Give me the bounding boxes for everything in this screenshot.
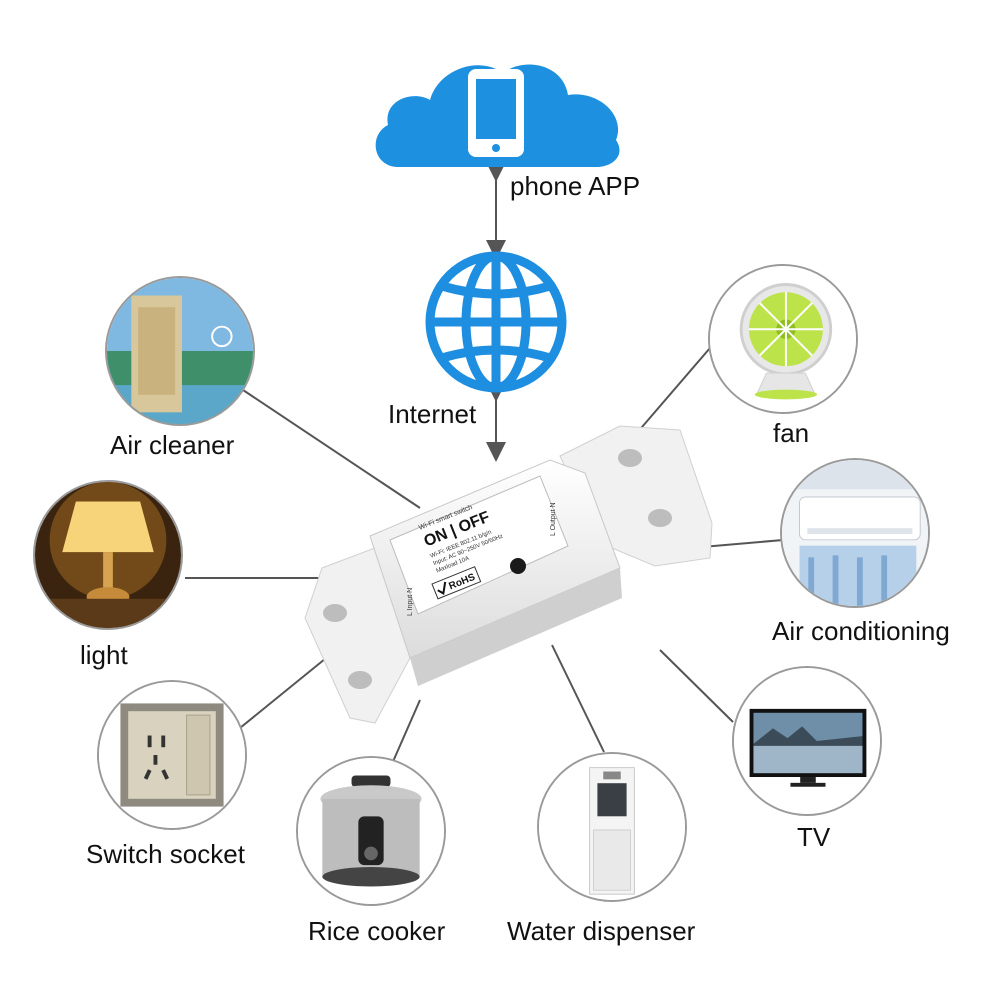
line-fan: [635, 347, 711, 435]
rice-cooker-image: [296, 756, 446, 906]
rice-cooker-label: Rice cooker: [308, 916, 446, 946]
smart-switch-device: Wi-Fi smart switch ON | OFF Wi-Fi: IEEE …: [304, 425, 713, 724]
fan-image: [708, 264, 858, 414]
switch-socket-image: [97, 680, 247, 830]
air-cleaner-image: [105, 276, 255, 426]
switch-socket-label: Switch socket: [86, 839, 245, 869]
phone-icon: [468, 69, 524, 157]
air-cleaner-label: Air cleaner: [110, 430, 235, 460]
tv-image: [732, 666, 882, 816]
globe-icon: [425, 251, 567, 393]
internet-label: Internet: [388, 399, 477, 429]
right-terminal-label: L Output N: [550, 502, 557, 536]
line-switch-socket: [239, 649, 337, 729]
water-dispenser-label: Water dispenser: [507, 916, 696, 946]
pairing-button: [510, 558, 526, 574]
light-label: light: [80, 640, 128, 670]
line-water-dispenser: [551, 644, 605, 753]
phone-app-label: phone APP: [510, 171, 641, 201]
tv-label: TV: [797, 822, 831, 852]
fan-label: fan: [773, 418, 810, 448]
left-terminal-label: L Input N: [407, 588, 414, 616]
air-conditioning-label: Air conditioning: [772, 616, 950, 646]
line-tv: [659, 649, 734, 723]
water-dispenser-image: [537, 752, 687, 902]
air-conditioning-image: [780, 458, 930, 608]
cloud-icon: [375, 64, 620, 167]
line-air-cleaner: [239, 387, 421, 509]
light-image: [33, 480, 183, 630]
line-air-conditioning: [701, 539, 784, 548]
